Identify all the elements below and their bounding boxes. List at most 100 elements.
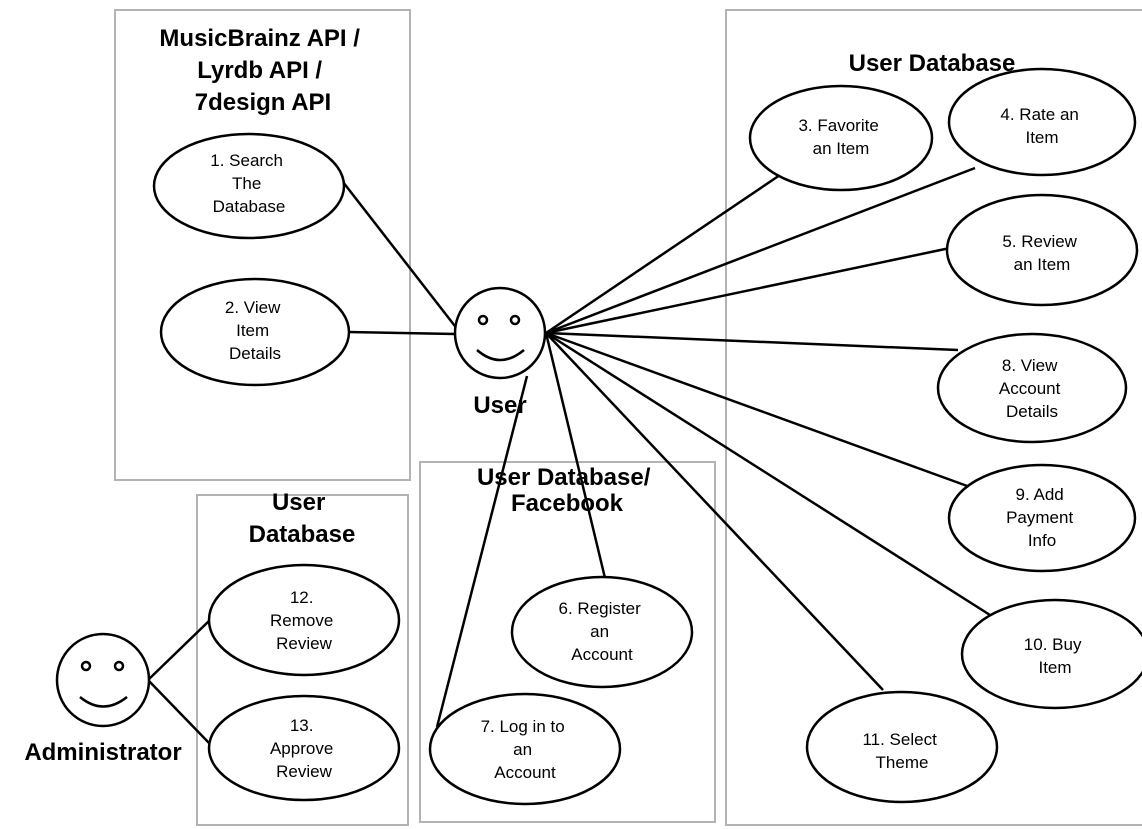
uc12-line1: 12.: [290, 588, 314, 607]
use-case-label-1: 1. Search The Database: [210, 151, 288, 216]
use-case-ellipse-6: [510, 575, 694, 689]
smiley-face-icon: [453, 286, 547, 380]
use-case-ellipse-9: [947, 463, 1137, 573]
uc1-line1: 1. Search: [210, 151, 283, 170]
uc9-line2: Payment: [1006, 508, 1073, 527]
uc6-line1: 6. Register: [559, 599, 642, 618]
use-case-label-3: 3. Favorite an Item: [798, 116, 883, 158]
use-case-13: 13. Approve Review: [207, 694, 401, 802]
assoc-user-uc9: [545, 331, 971, 489]
actor-user: User: [453, 286, 547, 419]
uc5-line2: an Item: [1014, 255, 1071, 274]
assoc-user-uc11: [545, 332, 884, 691]
assoc-user-uc5: [545, 246, 951, 335]
uc13-line2: Approve: [270, 739, 333, 758]
uc10-line2: Item: [1038, 658, 1071, 677]
use-case-6: 6. Register an Account: [510, 575, 694, 689]
assoc-user-uc10: [545, 331, 991, 617]
use-case-9: 9. Add Payment Info: [947, 463, 1137, 573]
system-title-udb-facebook-line2: Facebook: [511, 490, 624, 517]
system-title-apis-line3: 7design API: [195, 89, 331, 116]
assoc-admin-uc13: [147, 679, 211, 745]
use-case-label-10: 10. Buy Item: [1024, 635, 1086, 677]
use-case-2: 2. View Item Details: [159, 277, 351, 387]
assoc-user-uc6: [544, 332, 607, 579]
uc12-line2: Remove: [270, 611, 333, 630]
uc10-line1: 10. Buy: [1024, 635, 1082, 654]
uc9-line1: 9. Add: [1016, 485, 1064, 504]
uc8-line1: 8. View: [1002, 356, 1058, 375]
use-case-ellipse-10: [960, 598, 1142, 710]
actor-label-administrator: Administrator: [24, 739, 181, 766]
use-case-7: 7. Log in to an Account: [428, 692, 622, 806]
system-title-admin-udb-line1: User: [272, 489, 325, 516]
user-left-eye: [477, 314, 489, 326]
actor-administrator: Administrator: [24, 632, 182, 766]
admin-left-eye: [80, 660, 92, 672]
uc13-line1: 13.: [290, 716, 314, 735]
actor-label-user: User: [473, 392, 526, 419]
user-right-eye: [509, 314, 521, 326]
use-case-label-8: 8. View Account Details: [999, 356, 1065, 421]
use-case-label-13: 13. Approve Review: [270, 716, 338, 781]
use-case-11: 11. Select Theme: [805, 690, 999, 804]
use-case-ellipse-7: [428, 692, 622, 806]
assoc-admin-uc12: [147, 619, 211, 681]
uc11-line1: 11. Select: [862, 730, 937, 749]
uc1-line3: Database: [213, 197, 286, 216]
uc12-line3: Review: [276, 634, 332, 653]
system-title-apis-line1: MusicBrainz API /: [159, 25, 360, 52]
use-case-label-7: 7. Log in to an Account: [481, 717, 570, 782]
assoc-user-uc1: [342, 181, 459, 331]
uc2-line2: Item: [236, 321, 269, 340]
system-title-admin-udb-line2: Database: [249, 521, 356, 548]
assoc-user-uc4: [545, 166, 976, 335]
use-case-ellipse-8: [936, 332, 1128, 444]
assoc-user-uc2: [347, 330, 456, 336]
use-case-1: 1. Search The Database: [152, 132, 346, 240]
uc8-line3: Details: [1006, 402, 1058, 421]
uc5-line1: 5. Review: [1002, 232, 1077, 251]
uc2-line3: Details: [229, 344, 281, 363]
uc3-line1: 3. Favorite: [798, 116, 878, 135]
assoc-user-uc7: [435, 375, 529, 728]
admin-right-eye: [113, 660, 125, 672]
uc7-line2: an: [513, 740, 532, 759]
uc8-line2: Account: [999, 379, 1061, 398]
uc9-line3: Info: [1028, 531, 1056, 550]
use-case-label-9: 9. Add Payment Info: [1006, 485, 1078, 550]
uc4-line2: Item: [1025, 128, 1058, 147]
use-case-8: 8. View Account Details: [936, 332, 1128, 444]
system-title-apis-line2: Lyrdb API /: [197, 57, 322, 84]
system-title-udb-facebook-line1: User Database/: [477, 464, 651, 491]
uc11-line2: Theme: [876, 753, 929, 772]
use-case-ellipse-13: [207, 694, 401, 802]
uc7-line1: 7. Log in to: [481, 717, 565, 736]
system-title-user-database-line1: User Database: [849, 50, 1016, 77]
uc3-line2: an Item: [813, 139, 870, 158]
use-case-3: 3. Favorite an Item: [748, 84, 934, 192]
use-case-label-2: 2. View Item Details: [225, 298, 285, 363]
use-case-label-5: 5. Review an Item: [1002, 232, 1081, 274]
use-case-label-11: 11. Select Theme: [862, 730, 941, 772]
system-title-user-database-facebook: User Database/ Facebook: [477, 464, 657, 517]
use-case-label-4: 4. Rate an Item: [1000, 105, 1083, 147]
system-box-apis: [114, 9, 411, 481]
assoc-user-uc8: [545, 331, 959, 352]
use-case-label-12: 12. Remove Review: [270, 588, 338, 653]
uc7-line3: Account: [494, 763, 556, 782]
use-case-ellipse-12: [207, 563, 401, 677]
use-case-ellipse-3: [748, 84, 934, 192]
use-case-ellipse-4: [947, 67, 1137, 177]
uc1-line2: The: [232, 174, 261, 193]
associations: [147, 166, 991, 745]
uc13-line3: Review: [276, 762, 332, 781]
system-title-admin-user-database: User Database: [249, 489, 356, 548]
uc6-line3: Account: [571, 645, 633, 664]
system-title-user-database: User Database: [849, 50, 1016, 77]
user-face: [453, 286, 547, 380]
use-case-12: 12. Remove Review: [207, 563, 401, 677]
use-case-ellipse-1: [152, 132, 346, 240]
uc4-line1: 4. Rate an: [1000, 105, 1078, 124]
